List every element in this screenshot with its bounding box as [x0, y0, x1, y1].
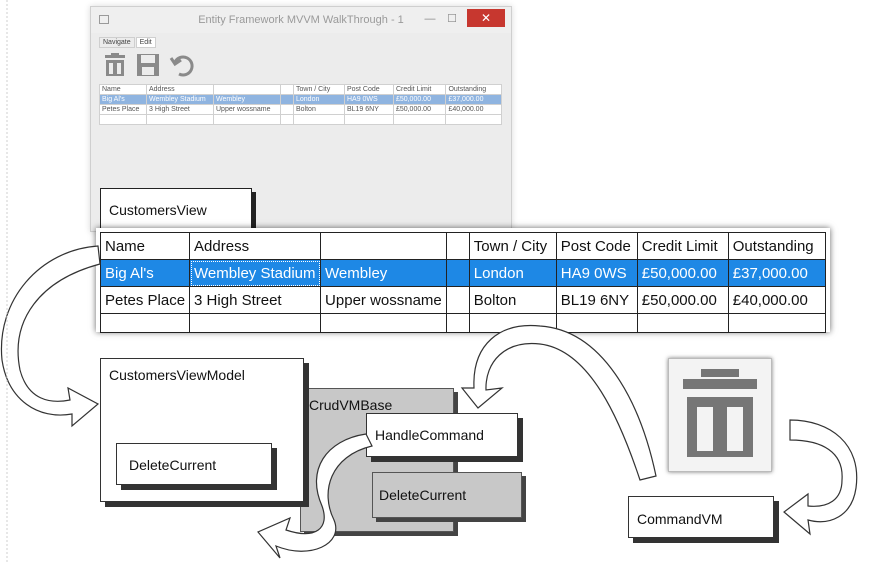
- customers-view-text: CustomersView: [109, 202, 207, 218]
- cell[interactable]: £50,000.00: [636, 259, 729, 287]
- delete-current-vm-text: DeleteCurrent: [129, 457, 217, 473]
- cell[interactable]: [293, 114, 345, 125]
- trash-icon[interactable]: [105, 53, 125, 76]
- minimize-button[interactable]: —: [424, 13, 436, 25]
- cell[interactable]: Big Al's: [99, 259, 191, 287]
- column-header[interactable]: Post Code: [555, 232, 638, 260]
- zoomed-data-grid[interactable]: Name Address Town / City Post Code Credi…: [99, 232, 827, 333]
- delete-current-vm-box: DeleteCurrent: [116, 443, 272, 485]
- handle-command-text: HandleCommand: [375, 427, 484, 443]
- table-row[interactable]: Petes Place 3 High Street Upper wossname…: [99, 104, 502, 115]
- cell[interactable]: Upper wossname: [320, 286, 447, 314]
- cell[interactable]: London: [468, 259, 557, 287]
- customers-view-label: CustomersView: [100, 188, 252, 230]
- cell[interactable]: BL19 6NY: [555, 286, 638, 314]
- table-row[interactable]: [99, 114, 502, 125]
- delete-current-base-text: DeleteCurrent: [379, 487, 467, 503]
- tab-edit[interactable]: Edit: [135, 37, 156, 48]
- command-vm-text: CommandVM: [637, 511, 723, 527]
- grid-header-row: Name Address Town / City Post Code Credi…: [99, 232, 827, 260]
- small-grid-header-row: Name Address Town / City Post Code Credi…: [99, 84, 502, 95]
- table-row[interactable]: [99, 313, 827, 333]
- table-row[interactable]: Big Al's Wembley Stadium Wembley London …: [99, 94, 502, 105]
- cell[interactable]: [445, 259, 470, 287]
- save-icon[interactable]: [137, 54, 159, 76]
- title-bar: Entity Framework MVVM WalkThrough - 1 — …: [91, 7, 511, 33]
- arrow-view-to-viewmodel: [0, 245, 101, 428]
- cell[interactable]: [189, 313, 322, 333]
- cell[interactable]: 3 High Street: [189, 286, 322, 314]
- window-title: Entity Framework MVVM WalkThrough - 1: [198, 14, 404, 26]
- cell[interactable]: HA9 0WS: [555, 259, 638, 287]
- app-icon: [99, 15, 109, 24]
- tab-navigate[interactable]: Navigate: [99, 37, 135, 48]
- ribbon-toolbar: [105, 53, 194, 77]
- column-header[interactable]: Address: [189, 232, 322, 260]
- column-header[interactable]: Town / City: [468, 232, 557, 260]
- cell[interactable]: [445, 114, 502, 125]
- ribbon: [99, 50, 505, 80]
- cell[interactable]: [99, 313, 191, 333]
- maximize-button[interactable]: ☐: [447, 13, 457, 25]
- cell[interactable]: [280, 114, 294, 125]
- cell[interactable]: £37,000.00: [727, 259, 827, 287]
- cell[interactable]: [343, 114, 394, 125]
- cell[interactable]: [727, 313, 827, 333]
- delete-current-base-box: DeleteCurrent: [372, 472, 522, 518]
- current-cell[interactable]: Wembley Stadium: [189, 259, 322, 287]
- table-row[interactable]: Big Al's Wembley Stadium Wembley London …: [99, 259, 827, 287]
- arrow-commandvm-to-handlecommand: [460, 324, 657, 481]
- customers-view-model-text: CustomersViewModel: [109, 367, 245, 383]
- small-data-grid[interactable]: Name Address Town / City Post Code Credi…: [99, 84, 502, 125]
- cell[interactable]: Wembley: [320, 259, 447, 287]
- app-window: Entity Framework MVVM WalkThrough - 1 — …: [90, 6, 512, 232]
- undo-icon[interactable]: [169, 55, 194, 77]
- close-button[interactable]: ✕: [467, 9, 505, 27]
- arrow-handlecommand-to-deletecurrent: [257, 433, 373, 559]
- trash-icon: [683, 369, 757, 457]
- command-vm-box: CommandVM: [628, 496, 774, 538]
- column-header[interactable]: Name: [99, 232, 191, 260]
- delete-button-zoom: [668, 358, 772, 472]
- handle-command-box: HandleCommand: [366, 413, 518, 457]
- arrow-trash-to-commandvm: [783, 419, 858, 536]
- crud-vm-base-text: CrudVMBase: [309, 397, 393, 413]
